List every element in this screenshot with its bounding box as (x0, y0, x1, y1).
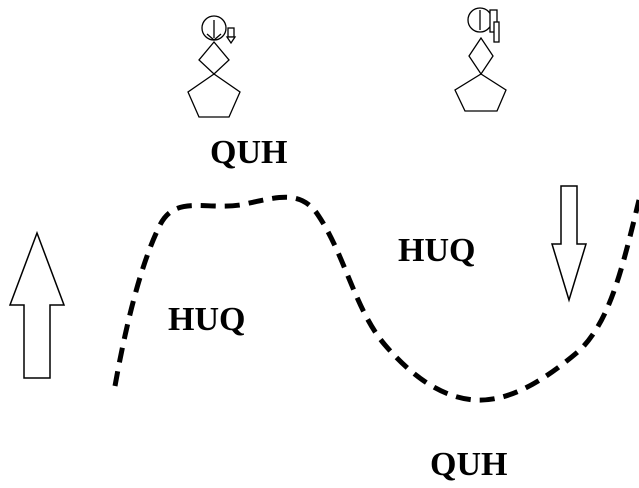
label-quh-bottom: QUH (430, 446, 508, 483)
down-arrow-icon (550, 185, 588, 303)
label-huq-left: HUQ (168, 301, 246, 338)
up-arrow-icon (8, 230, 66, 379)
label-quh-top: QUH (210, 134, 288, 171)
meditating-figure-icon (187, 15, 241, 118)
meditating-figure-icon (454, 7, 507, 112)
label-huq-right: HUQ (398, 232, 476, 269)
dashed-wave-curve (112, 194, 639, 403)
